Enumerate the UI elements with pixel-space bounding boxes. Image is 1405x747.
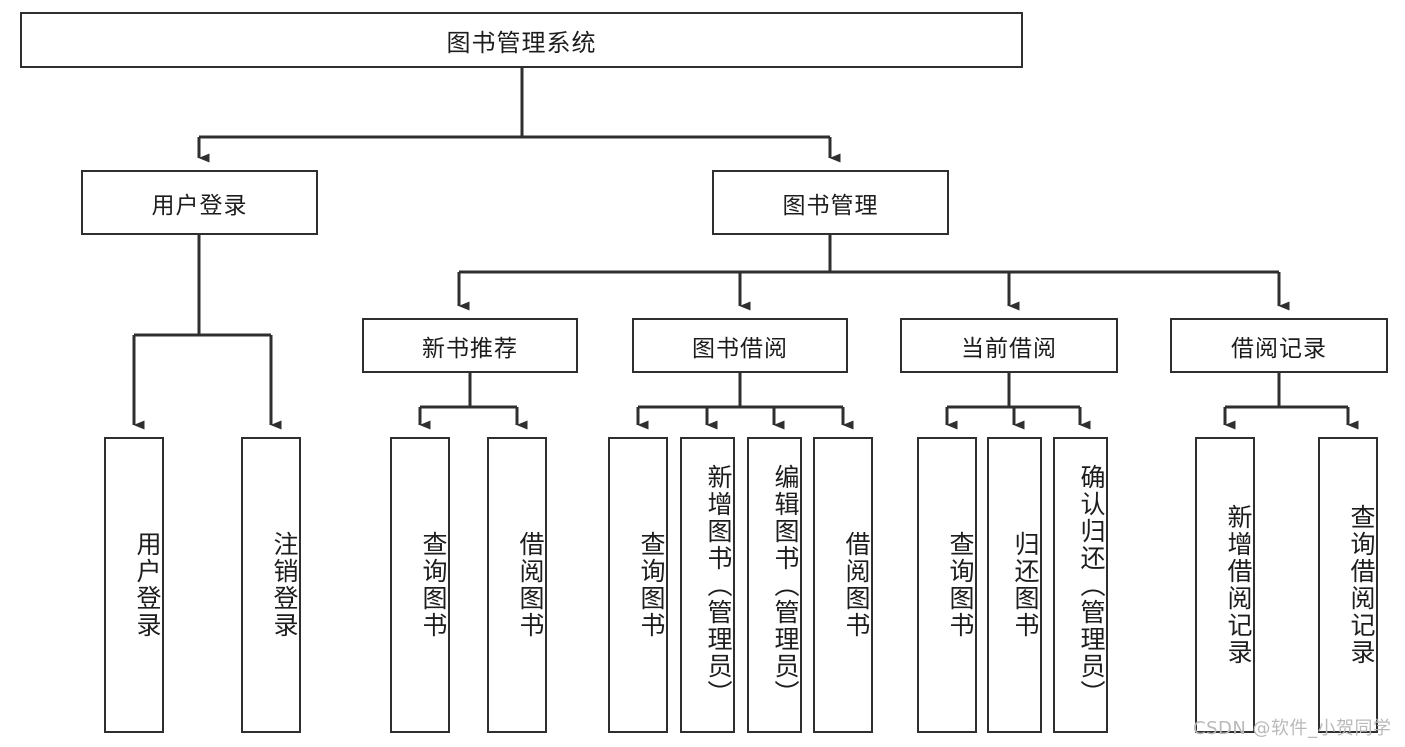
node-borrowing-records[interactable]: 借阅记录 xyxy=(1170,318,1388,373)
node-label: 借阅图书 xyxy=(842,531,871,639)
node-label: 编辑图书（管理员） xyxy=(771,463,800,707)
node-label: 新书推荐 xyxy=(422,335,518,362)
node-label: 用户登录 xyxy=(133,531,162,639)
node-label: 新增图书（管理员） xyxy=(704,463,733,707)
node-label: 归还图书 xyxy=(1011,531,1040,639)
node-leaf-borrow-books[interactable]: 借阅图书 xyxy=(813,437,873,733)
node-leaf-logout[interactable]: 注销登录 xyxy=(241,437,301,733)
node-label: 注销登录 xyxy=(270,531,299,639)
node-label: 图书管理系统 xyxy=(446,28,597,57)
node-label: 借阅记录 xyxy=(1231,335,1327,362)
node-leaf-add-borrow-record[interactable]: 新增借阅记录 xyxy=(1195,437,1255,733)
node-leaf-query-books-current[interactable]: 查询图书 xyxy=(917,437,977,733)
node-label: 用户登录 xyxy=(151,192,248,219)
node-leaf-user-login[interactable]: 用户登录 xyxy=(104,437,164,733)
node-label: 借阅图书 xyxy=(516,531,545,639)
node-label: 图书借阅 xyxy=(692,335,788,362)
node-label: 查询图书 xyxy=(637,531,666,639)
node-label: 图书管理 xyxy=(782,192,879,219)
node-label: 查询图书 xyxy=(946,531,975,639)
watermark-text: CSDN @软件_小贺同学 xyxy=(1193,718,1392,739)
node-leaf-borrow-books-recommend[interactable]: 借阅图书 xyxy=(487,437,547,733)
node-current-borrowing[interactable]: 当前借阅 xyxy=(900,318,1118,373)
node-leaf-return-books[interactable]: 归还图书 xyxy=(987,437,1042,733)
node-book-management[interactable]: 图书管理 xyxy=(712,170,949,235)
node-leaf-query-borrow-record[interactable]: 查询借阅记录 xyxy=(1318,437,1378,733)
node-label: 确认归还（管理员） xyxy=(1077,463,1106,707)
node-label: 当前借阅 xyxy=(961,335,1057,362)
node-leaf-add-book-admin[interactable]: 新增图书（管理员） xyxy=(680,437,735,733)
node-label: 查询借阅记录 xyxy=(1347,504,1376,666)
node-label: 查询图书 xyxy=(419,531,448,639)
node-leaf-confirm-return-admin[interactable]: 确认归还（管理员） xyxy=(1053,437,1108,733)
node-label: 新增借阅记录 xyxy=(1224,504,1253,666)
node-book-borrowing[interactable]: 图书借阅 xyxy=(632,318,848,373)
node-user-login[interactable]: 用户登录 xyxy=(81,170,318,235)
node-root-book-management-system[interactable]: 图书管理系统 xyxy=(20,12,1023,68)
node-new-book-recommendation[interactable]: 新书推荐 xyxy=(362,318,578,373)
node-leaf-query-books-borrow[interactable]: 查询图书 xyxy=(608,437,668,733)
node-leaf-query-books-recommend[interactable]: 查询图书 xyxy=(390,437,450,733)
node-leaf-edit-book-admin[interactable]: 编辑图书（管理员） xyxy=(747,437,802,733)
